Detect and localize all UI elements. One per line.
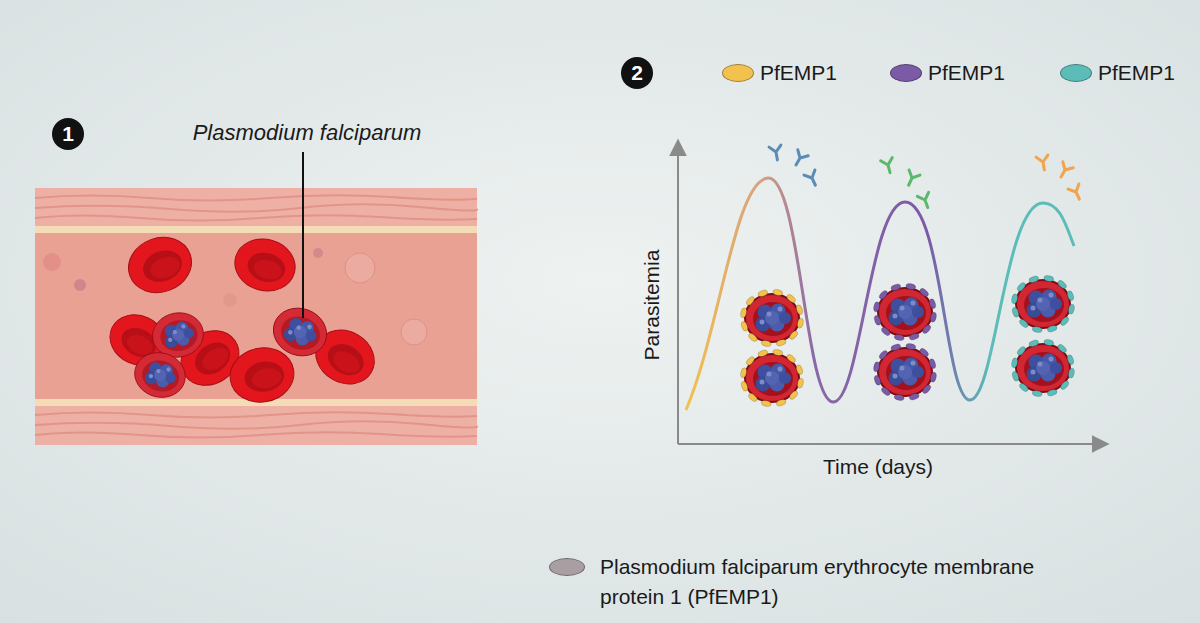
infected-cell (740, 349, 804, 407)
legend-text: Plasmodium falciparum erythrocyte membra… (600, 552, 1050, 612)
leader-line (302, 152, 304, 318)
part-label: Plasmodium falciparum (193, 120, 422, 146)
infected-cells (740, 275, 1075, 407)
legend-swatch (722, 64, 754, 82)
axis-label: Time (days) (823, 454, 933, 479)
legend-text: PfEMP1 (928, 58, 1005, 88)
antibodies (769, 145, 1085, 210)
infected-cell (873, 283, 937, 341)
legend-swatch (890, 64, 922, 82)
legend-text: PfEMP1 (1098, 58, 1175, 88)
infected-cell (1011, 339, 1075, 397)
blood-vessel (35, 188, 477, 445)
infected-cell (873, 343, 937, 401)
chart-axes (678, 142, 1106, 444)
callout-number: 2 (621, 57, 653, 89)
infected-cell (1011, 275, 1075, 333)
legend-swatch (549, 558, 585, 576)
callout-number: 1 (52, 118, 84, 150)
infected-cell (740, 289, 804, 347)
parasitemia-curve (686, 178, 1074, 410)
legend-swatch (1060, 64, 1092, 82)
red-blood-cells (102, 229, 385, 407)
legend-text: PfEMP1 (760, 58, 837, 88)
axis-label: Parasitemia (639, 250, 664, 361)
